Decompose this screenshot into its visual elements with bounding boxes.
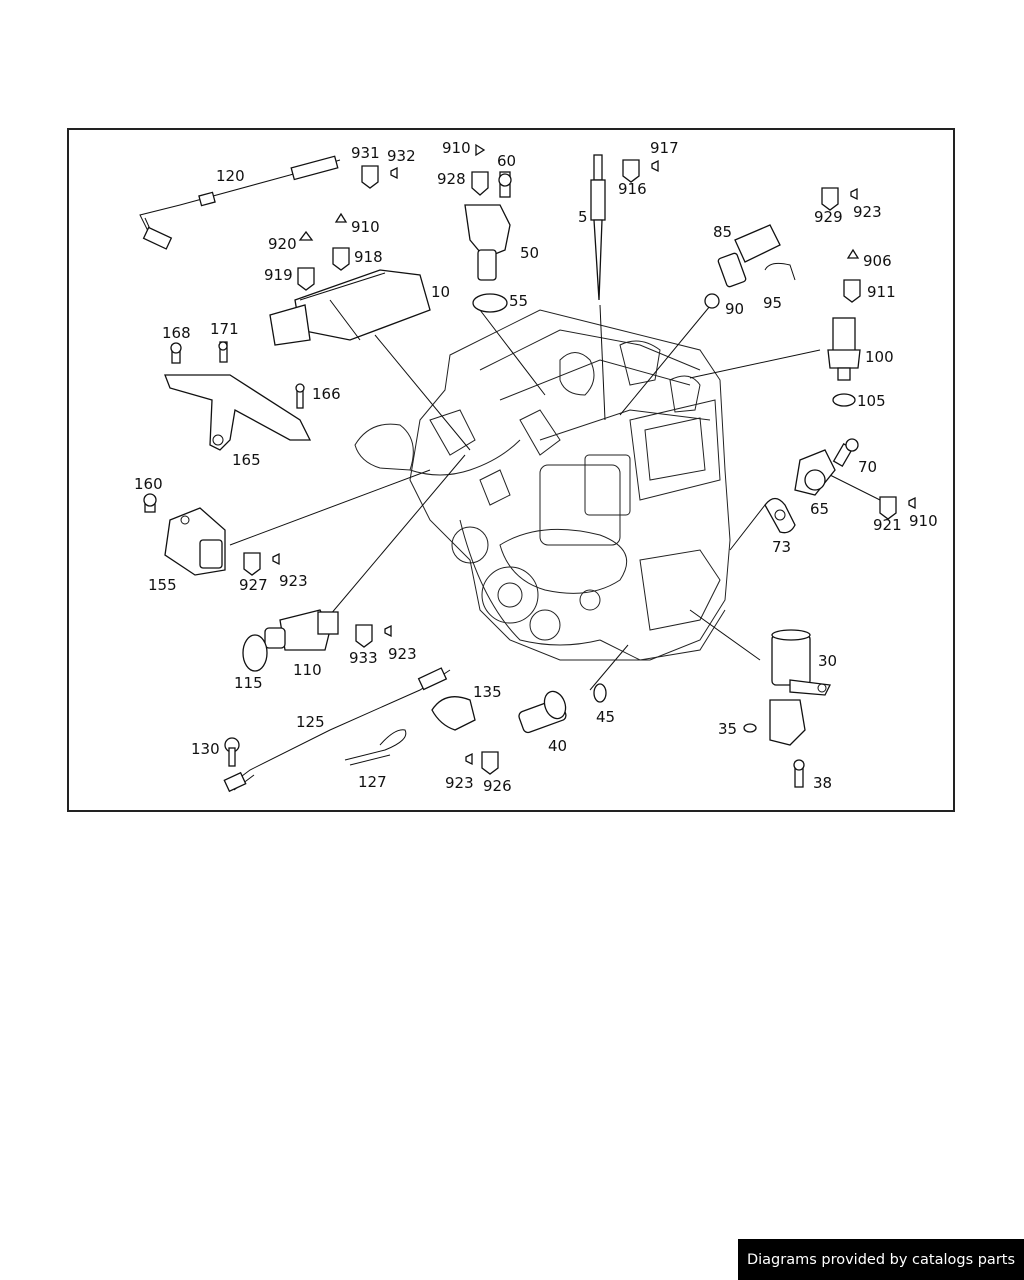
callout-906: 906 (863, 252, 892, 270)
callout-60: 60 (497, 152, 516, 170)
callout-923: 923 (279, 572, 308, 590)
callout-923: 923 (853, 203, 882, 221)
callout-920: 920 (268, 235, 297, 253)
callout-929: 929 (814, 208, 843, 226)
engine-assembly (354, 309, 731, 661)
connector-icons (243, 143, 916, 775)
callout-35: 35 (718, 720, 737, 738)
callout-921: 921 (873, 516, 902, 534)
callout-50: 50 (520, 244, 539, 262)
callout-168: 168 (162, 324, 191, 342)
callout-933: 933 (349, 649, 378, 667)
callout-90: 90 (725, 300, 744, 318)
callout-115: 115 (234, 674, 263, 692)
part-165-bracket (164, 341, 312, 451)
callout-127: 127 (358, 773, 387, 791)
callout-916: 916 (618, 180, 647, 198)
callout-85: 85 (713, 223, 732, 241)
callout-928: 928 (437, 170, 466, 188)
part-110-sensor (242, 609, 339, 672)
callout-100: 100 (865, 348, 894, 366)
callout-105: 105 (857, 392, 886, 410)
callout-932: 932 (387, 147, 416, 165)
callout-171: 171 (210, 320, 239, 338)
callout-130: 130 (191, 740, 220, 758)
callout-917: 917 (650, 139, 679, 157)
callout-10: 10 (431, 283, 450, 301)
callout-120: 120 (216, 167, 245, 185)
callout-30: 30 (818, 652, 837, 670)
footer-attribution: Diagrams provided by catalogs parts (738, 1239, 1024, 1280)
callout-125: 125 (296, 713, 325, 731)
callout-135: 135 (473, 683, 502, 701)
callout-65: 65 (810, 500, 829, 518)
callout-926: 926 (483, 777, 512, 795)
callout-labels: 931 932 120 910 928 60 917 916 5 50 55 9… (134, 139, 938, 795)
callout-910: 910 (351, 218, 380, 236)
part-50-camshaft-sensor (464, 171, 512, 313)
callout-919: 919 (264, 266, 293, 284)
part-125-sensor-cable (223, 667, 451, 793)
callout-45: 45 (596, 708, 615, 726)
callout-155: 155 (148, 576, 177, 594)
part-30-sensor (743, 629, 831, 788)
callout-166: 166 (312, 385, 341, 403)
callout-38: 38 (813, 774, 832, 792)
part-135-clip (431, 696, 476, 731)
part-100-pressure-sensor (827, 317, 861, 407)
callout-911: 911 (867, 283, 896, 301)
part-127-cable-tie (344, 729, 407, 766)
callout-923: 923 (445, 774, 474, 792)
part-65-sensor (794, 438, 859, 496)
callout-160: 160 (134, 475, 163, 493)
callout-5: 5 (578, 208, 588, 226)
callout-923: 923 (388, 645, 417, 663)
callout-910: 910 (442, 139, 471, 157)
callout-910: 910 (909, 512, 938, 530)
part-120-temperature-sensor (139, 155, 341, 250)
callout-931: 931 (351, 144, 380, 162)
callout-70: 70 (858, 458, 877, 476)
callout-927: 927 (239, 576, 268, 594)
callout-918: 918 (354, 248, 383, 266)
part-155-pressure-sensor (143, 493, 226, 576)
part-40-sensor (518, 683, 607, 734)
part-5-glow-plug (590, 154, 606, 301)
callout-40: 40 (548, 737, 567, 755)
part-73-gasket (764, 497, 796, 534)
callout-73: 73 (772, 538, 791, 556)
footer-text: Diagrams provided by catalogs parts (746, 1251, 1016, 1268)
callout-95: 95 (763, 294, 782, 312)
callout-110: 110 (293, 661, 322, 679)
leader-lines (229, 299, 881, 691)
part-85-sensor (704, 224, 796, 309)
part-10-control-unit (269, 269, 431, 346)
callout-165: 165 (232, 451, 261, 469)
callout-55: 55 (509, 292, 528, 310)
